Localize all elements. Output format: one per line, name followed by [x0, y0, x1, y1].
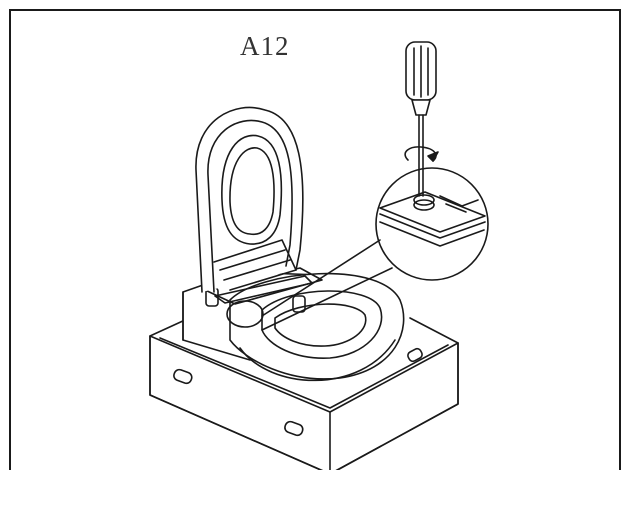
step-label: A12: [240, 31, 290, 61]
page-bottom-margin: [0, 470, 630, 505]
toilet-bowl-icon: [182, 267, 405, 382]
screwdriver-icon: [405, 41, 437, 197]
toilet-seat-lid-icon: [195, 106, 304, 293]
magnified-detail-circle-icon: [261, 167, 489, 331]
rotation-arrow-icon: [404, 146, 439, 162]
